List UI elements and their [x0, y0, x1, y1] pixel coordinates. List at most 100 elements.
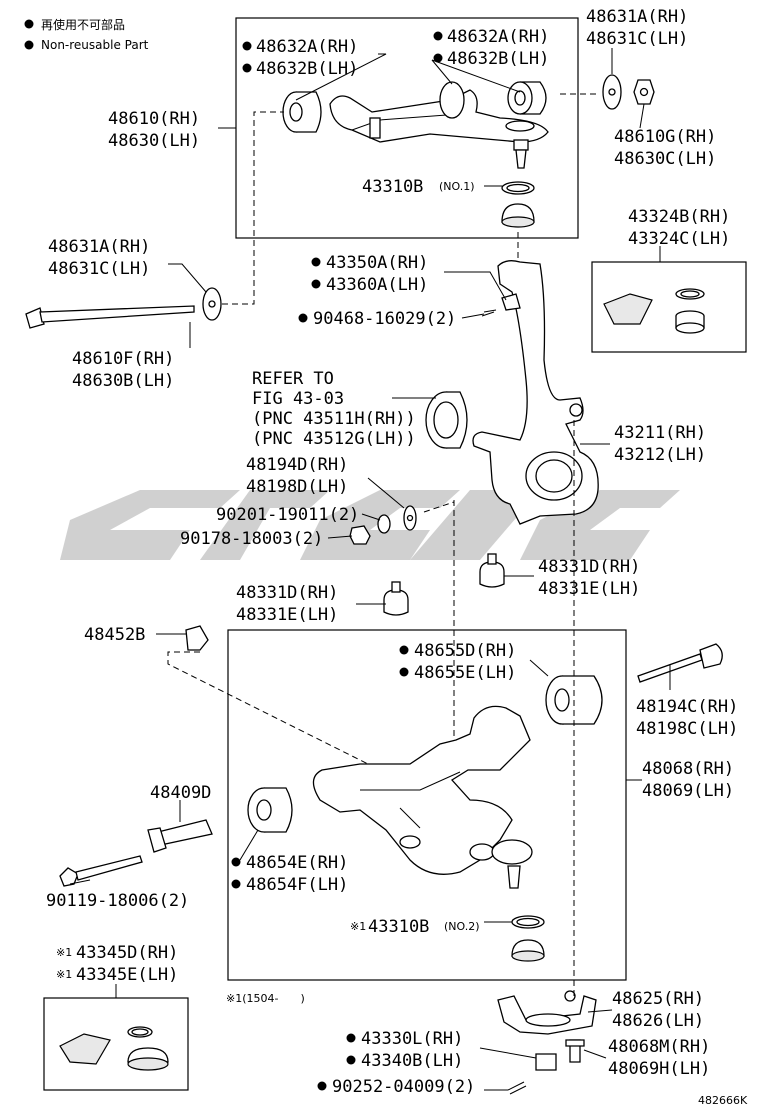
- label-upper-plate-lh: 48631C(LH): [586, 29, 688, 49]
- label-lower-bush-rear-lh: 48655E(LH): [414, 663, 516, 683]
- label-left-plate-lh: 48631C(LH): [48, 259, 150, 279]
- cam-bolt-illustration: [637, 643, 723, 683]
- non-reusable-icon: [242, 41, 252, 51]
- label-upper-bolt-lh: 48630B(LH): [72, 371, 174, 391]
- label-stopper-right-rh: 48331D(RH): [538, 557, 640, 577]
- label-lower-bolt: 48409D: [150, 783, 211, 803]
- non-reusable-icon: [311, 257, 321, 267]
- bump-stopper-illustration: [383, 553, 505, 616]
- label-knuckle-upper-nut-lh: 43360A(LH): [326, 275, 428, 295]
- non-reusable-icon: [399, 667, 409, 677]
- upper-plate-illustration: [560, 74, 655, 110]
- label-stopper-right-lh: 48331E(LH): [538, 579, 640, 599]
- ball-joint-illustration: [497, 420, 597, 1095]
- non-reusable-icon: [231, 879, 241, 889]
- label-knuckle-rh: 43211(RH): [614, 423, 706, 443]
- non-reusable-icon: [311, 279, 321, 289]
- label-ball-bolt-lh: 48069H(LH): [608, 1059, 710, 1079]
- non-reusable-icon: [298, 313, 308, 323]
- label-upper-bush-right-lh: 48632B(LH): [447, 49, 549, 69]
- label-upper-arm-lh: 48630(LH): [108, 131, 200, 151]
- figure-id: 482666K: [698, 1094, 748, 1107]
- non-reusable-icon: [346, 1055, 356, 1065]
- label-knuckle-upper-nut-rh: 43350A(RH): [326, 253, 428, 273]
- label-upper-boot-ring: 43310B: [362, 177, 423, 197]
- label-cam-plate-lh: 48198D(LH): [246, 477, 348, 497]
- label-left-plate-rh: 48631A(RH): [48, 237, 150, 257]
- label-lower-boot-ring-note: (NO.2): [444, 920, 480, 933]
- label-upper-nut-rh: 48610G(RH): [614, 127, 716, 147]
- label-ball-bolt-rh: 48068M(RH): [608, 1037, 710, 1057]
- label-lower-arm-lh: 48069(LH): [642, 781, 734, 801]
- label-upper-bush-right-rh: 48632A(RH): [447, 27, 549, 47]
- lower-bolt-illustration: [59, 819, 213, 887]
- label-nut: 90178-18003(2): [180, 529, 323, 549]
- non-reusable-icon: [231, 857, 241, 867]
- label-lower-nut-rh: 43330L(RH): [361, 1029, 463, 1049]
- label-cap: 48452B: [84, 625, 145, 645]
- label-upper-plate-rh: 48631A(RH): [586, 7, 688, 27]
- label-cotter-pin-upper: 90468-16029(2): [313, 309, 456, 329]
- legend-bullet-icon: [24, 19, 34, 29]
- label-lower-bush-front-lh: 48654F(LH): [246, 875, 348, 895]
- label-cotter-pin-lower: 90252-04009(2): [332, 1077, 475, 1097]
- label-cam-bolt-lh: 48198C(LH): [636, 719, 738, 739]
- watermark-logo: [60, 490, 680, 560]
- label-lower-boot-ring: 43310B: [368, 917, 429, 937]
- label-cam-plate-rh: 48194D(RH): [246, 455, 348, 475]
- label-upper-bush-left-lh: 48632B(LH): [256, 59, 358, 79]
- hub-seal-illustration: [425, 391, 468, 449]
- label-lower-nut-lh: 43340B(LH): [361, 1051, 463, 1071]
- label-refer-line3: (PNC 43511H(RH)): [252, 409, 416, 429]
- upper-arm-illustration: [282, 81, 549, 262]
- label-stopper-left-rh: 48331D(RH): [236, 583, 338, 603]
- label-lower-bolt-nut: 90119-18006(2): [46, 891, 189, 911]
- lower-bush-illustration: [247, 675, 603, 833]
- label-lower-boot-kit-mark-rh: ※1: [56, 946, 72, 959]
- label-upper-nut-lh: 48630C(LH): [614, 149, 716, 169]
- label-lower-arm-rh: 48068(RH): [642, 759, 734, 779]
- knuckle-illustration: [472, 260, 599, 525]
- non-reusable-icon: [346, 1033, 356, 1043]
- lower-arm-illustration: [312, 705, 533, 889]
- lower-boot-illustration: [511, 915, 545, 962]
- label-stopper-left-lh: 48331E(LH): [236, 605, 338, 625]
- label-cam-bolt-rh: 48194C(RH): [636, 697, 738, 717]
- label-upper-bush-left-rh: 48632A(RH): [256, 37, 358, 57]
- label-washer: 90201-19011(2): [216, 505, 359, 525]
- lower-arm-group-frame: [227, 629, 627, 981]
- legend-jp-text: 再使用不可部品: [41, 17, 125, 32]
- upper-boot-kit-frame: [591, 261, 747, 353]
- label-lower-bush-rear-rh: 48655D(RH): [414, 641, 516, 661]
- label-ball-joint-lh: 48626(LH): [612, 1011, 704, 1031]
- label-refer-line1: REFER TO: [252, 369, 334, 389]
- legend-bullet-icon: [24, 40, 34, 50]
- leader-lines: [69, 48, 671, 1091]
- footnote: ※1(1504- ): [226, 992, 305, 1005]
- non-reusable-icon: [242, 63, 252, 73]
- non-reusable-icon: [399, 645, 409, 655]
- non-reusable-icon: [317, 1081, 327, 1091]
- label-ball-joint-rh: 48625(RH): [612, 989, 704, 1009]
- label-upper-arm-rh: 48610(RH): [108, 109, 200, 129]
- label-lower-boot-kit-rh: 43345D(RH): [76, 943, 178, 963]
- label-refer-line2: FIG 43-03: [252, 389, 344, 409]
- upper-boot-kit-illustration: [603, 288, 705, 334]
- label-upper-boot-ring-note: (NO.1): [439, 180, 475, 193]
- cap-illustration: [167, 625, 381, 771]
- label-lower-boot-kit-lh: 43345E(LH): [76, 965, 178, 985]
- label-upper-boot-kit-lh: 43324C(LH): [628, 229, 730, 249]
- label-upper-boot-kit-rh: 43324B(RH): [628, 207, 730, 227]
- label-refer-line4: (PNC 43512G(LH)): [252, 429, 416, 449]
- label-upper-bolt-rh: 48610F(RH): [72, 349, 174, 369]
- label-lower-boot-ring-mark: ※1: [350, 920, 366, 933]
- upper-bolt-illustration: [25, 111, 284, 329]
- legend-en-text: Non-reusable Part: [41, 38, 149, 52]
- label-lower-bush-front-rh: 48654E(RH): [246, 853, 348, 873]
- non-reusable-icon: [433, 53, 443, 63]
- cam-plate-illustration: [349, 500, 455, 740]
- lower-boot-kit-illustration: [59, 1026, 169, 1071]
- label-lower-boot-kit-mark-lh: ※1: [56, 968, 72, 981]
- non-reusable-icon: [433, 31, 443, 41]
